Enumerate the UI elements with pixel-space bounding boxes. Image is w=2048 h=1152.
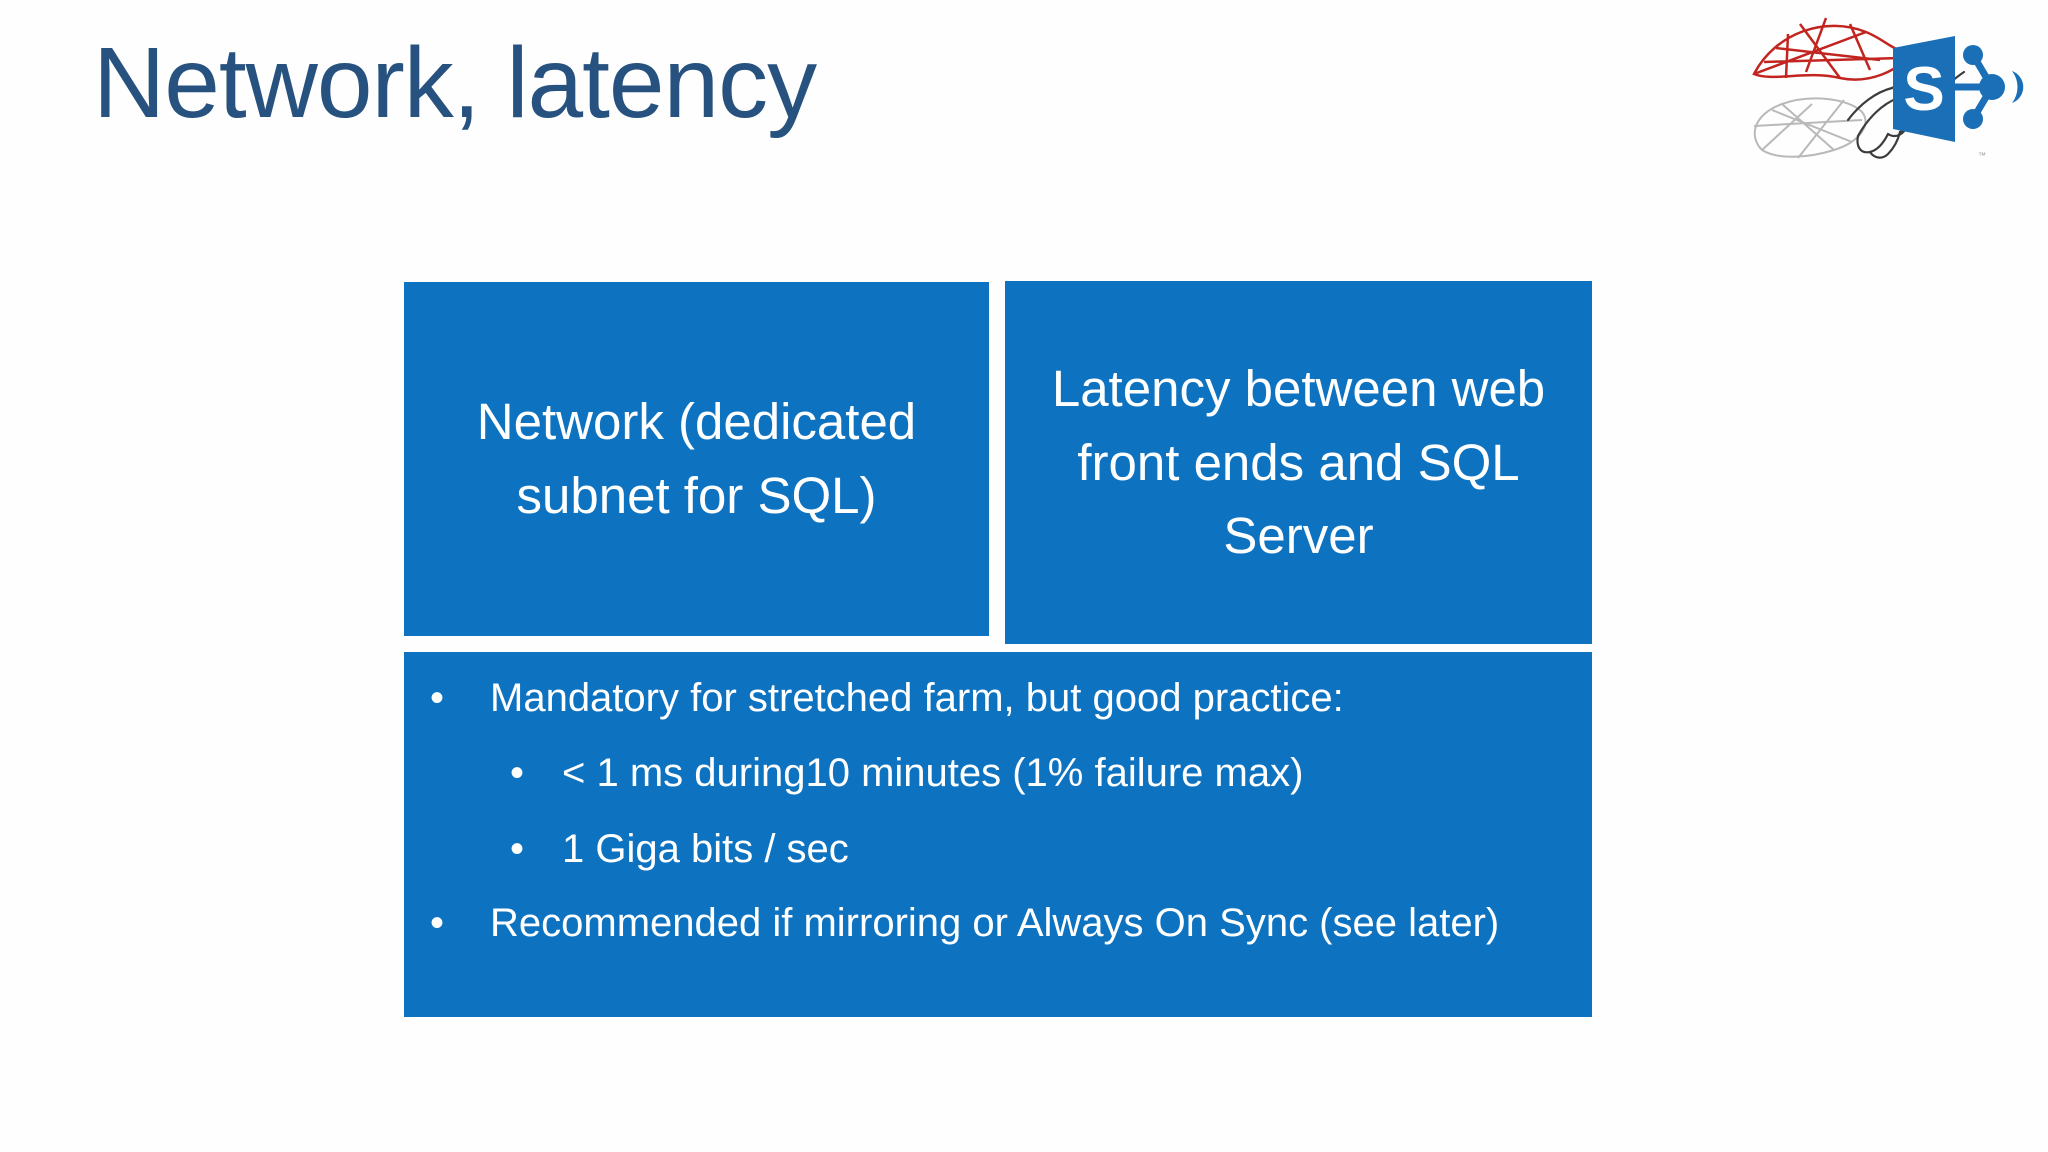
bullet-text: Mandatory for stretched farm, but good p… <box>490 676 1344 720</box>
sql-server-logo: ™ <box>1752 17 1924 159</box>
share-crescent <box>2012 71 2024 103</box>
bullet-line: • 1 Giga bits / sec <box>510 825 849 873</box>
shape-box-latency: Latency between web front ends and SQL S… <box>1005 281 1592 644</box>
bullet-icon: • <box>430 676 445 720</box>
bullet-line: • < 1 ms during10 minutes (1% failure ma… <box>510 749 1303 797</box>
shape-box-latency-label: Latency between web front ends and SQL S… <box>1051 359 1546 565</box>
bullet-line: • Recommended if mirroring or Always On … <box>430 899 1499 947</box>
bullet-text: < 1 ms during10 minutes (1% failure max) <box>562 751 1304 795</box>
sharepoint-logo: S ™ <box>1893 36 2024 160</box>
shape-box-network-label: Network (dedicated subnet for SQL) <box>476 393 917 524</box>
bullet-icon: • <box>510 827 525 871</box>
bullet-text: 1 Giga bits / sec <box>562 827 849 871</box>
shape-box-network: Network (dedicated subnet for SQL) <box>404 282 989 636</box>
slide-title: Network, latency <box>93 27 817 139</box>
sharepoint-letter: S <box>1903 55 1944 124</box>
logo-cluster-graphic: ™ S <box>1752 17 2024 160</box>
sharepoint-trademark-mark: ™ <box>1978 151 1986 160</box>
bullet-icon: • <box>510 751 525 795</box>
bullet-box: • Mandatory for stretched farm, but good… <box>404 652 1592 1017</box>
bullet-text: Recommended if mirroring or Always On Sy… <box>490 901 1500 945</box>
bullet-line: • Mandatory for stretched farm, but good… <box>430 674 1344 722</box>
bullet-icon: • <box>430 901 445 945</box>
logo-cluster: ™ S <box>1740 8 2048 178</box>
